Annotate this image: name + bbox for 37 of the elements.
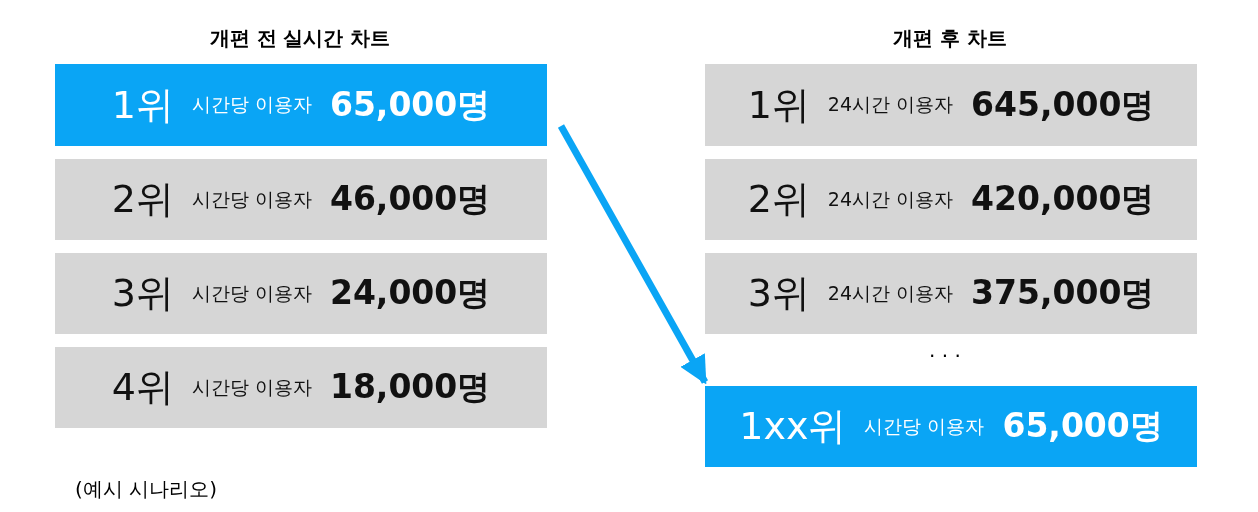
column-heading: 개편 후 차트 (893, 25, 1007, 52)
metric-label: 시간당 이용자 (191, 186, 312, 212)
arrow (557, 124, 709, 385)
rank-text: 1위 (111, 81, 174, 129)
user-count: 645,000명 (971, 83, 1155, 126)
metric-label: 24시간 이용자 (827, 280, 954, 306)
note: (예시 시나리오) (75, 476, 217, 503)
rank-text: 2위 (111, 176, 174, 223)
rank-text: 4위 (111, 364, 174, 411)
rank-row (55, 159, 547, 240)
metric-label: 24시간 이용자 (827, 186, 954, 212)
metric-label: 시간당 이용자 (191, 280, 312, 306)
user-count: 24,000명 (329, 272, 491, 314)
user-count: 420,000명 (971, 178, 1155, 220)
highlighted-rank-row (55, 64, 547, 146)
user-count: 375,000명 (971, 272, 1155, 314)
user-count: 65,000명 (329, 83, 491, 126)
metric-label: 24시간 이용자 (827, 92, 954, 117)
rank-row (705, 253, 1197, 334)
rank-row (705, 64, 1197, 146)
rank-text: 1위 (747, 81, 810, 129)
ellipsis: · · · (929, 344, 961, 368)
rank-row (705, 159, 1197, 240)
user-count: 18,000명 (329, 366, 491, 408)
rank-text: 3위 (111, 270, 174, 317)
metric-label: 시간당 이용자 (864, 413, 985, 439)
column-heading: 개편 전 실시간 차트 (209, 25, 391, 52)
metric-label: 시간당 이용자 (191, 374, 312, 400)
metric-label: 시간당 이용자 (191, 92, 312, 117)
user-count: 65,000명 (1002, 405, 1163, 447)
user-count: 46,000명 (329, 178, 491, 220)
rank-text: 1xx위 (739, 403, 847, 450)
rank-row (55, 347, 547, 428)
rank-text: 3위 (747, 270, 810, 317)
rank-row (55, 253, 547, 334)
highlighted-rank-row (705, 386, 1197, 467)
rank-text: 2위 (747, 176, 810, 223)
